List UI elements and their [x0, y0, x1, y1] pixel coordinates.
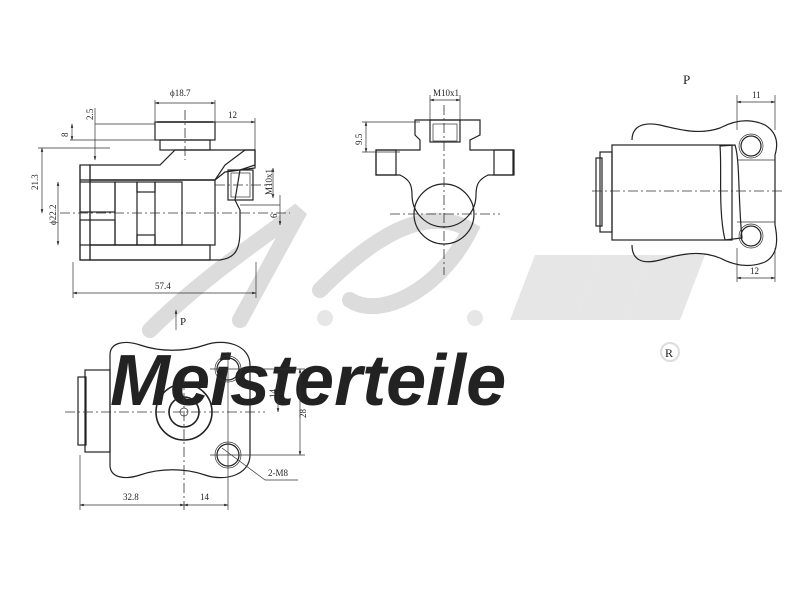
dim-height-end: 9.5: [354, 133, 364, 145]
dim-length-left: 32.8: [123, 492, 139, 502]
dim-bolt-spec: 2-M8: [268, 468, 288, 478]
dim-port-offset: 6: [269, 213, 279, 218]
dim-bore-dia: ϕ22.2: [48, 205, 58, 226]
front-view: P 14 28 2-M8 32.8 14: [65, 309, 308, 510]
registered-mark: R: [665, 346, 673, 360]
dim-piston-dia: ϕ18.7: [170, 88, 191, 98]
dim-overall-length: 57.4: [155, 281, 171, 291]
dim-thread-end: M10x1: [433, 88, 459, 98]
dim-hole-spacing: 28: [298, 409, 308, 419]
dim-hole-offset: 14: [268, 389, 278, 399]
end-section-view: M10x1 9.5: [354, 88, 515, 275]
dim-height-21: 21.3: [30, 174, 40, 190]
dim-top-height: 8: [60, 132, 70, 137]
section-view: ϕ18.7 12 8 2.5 21.3 ϕ22.2 M10x1 6 57.4: [30, 88, 290, 298]
dim-length-right: 14: [200, 492, 210, 502]
watermark: Meisterteile R: [110, 203, 705, 421]
dim-top-width: 11: [752, 90, 761, 100]
dim-right-width: 12: [228, 110, 237, 120]
arrow-label-p: P: [180, 316, 186, 328]
dim-top-offset: 2.5: [85, 108, 95, 120]
view-label-p: P: [683, 72, 690, 87]
dim-thread: M10x1: [264, 169, 274, 195]
top-view: P 11 12: [592, 72, 785, 282]
dim-bottom-width: 12: [750, 266, 759, 276]
watermark-text: Meisterteile: [110, 341, 506, 421]
